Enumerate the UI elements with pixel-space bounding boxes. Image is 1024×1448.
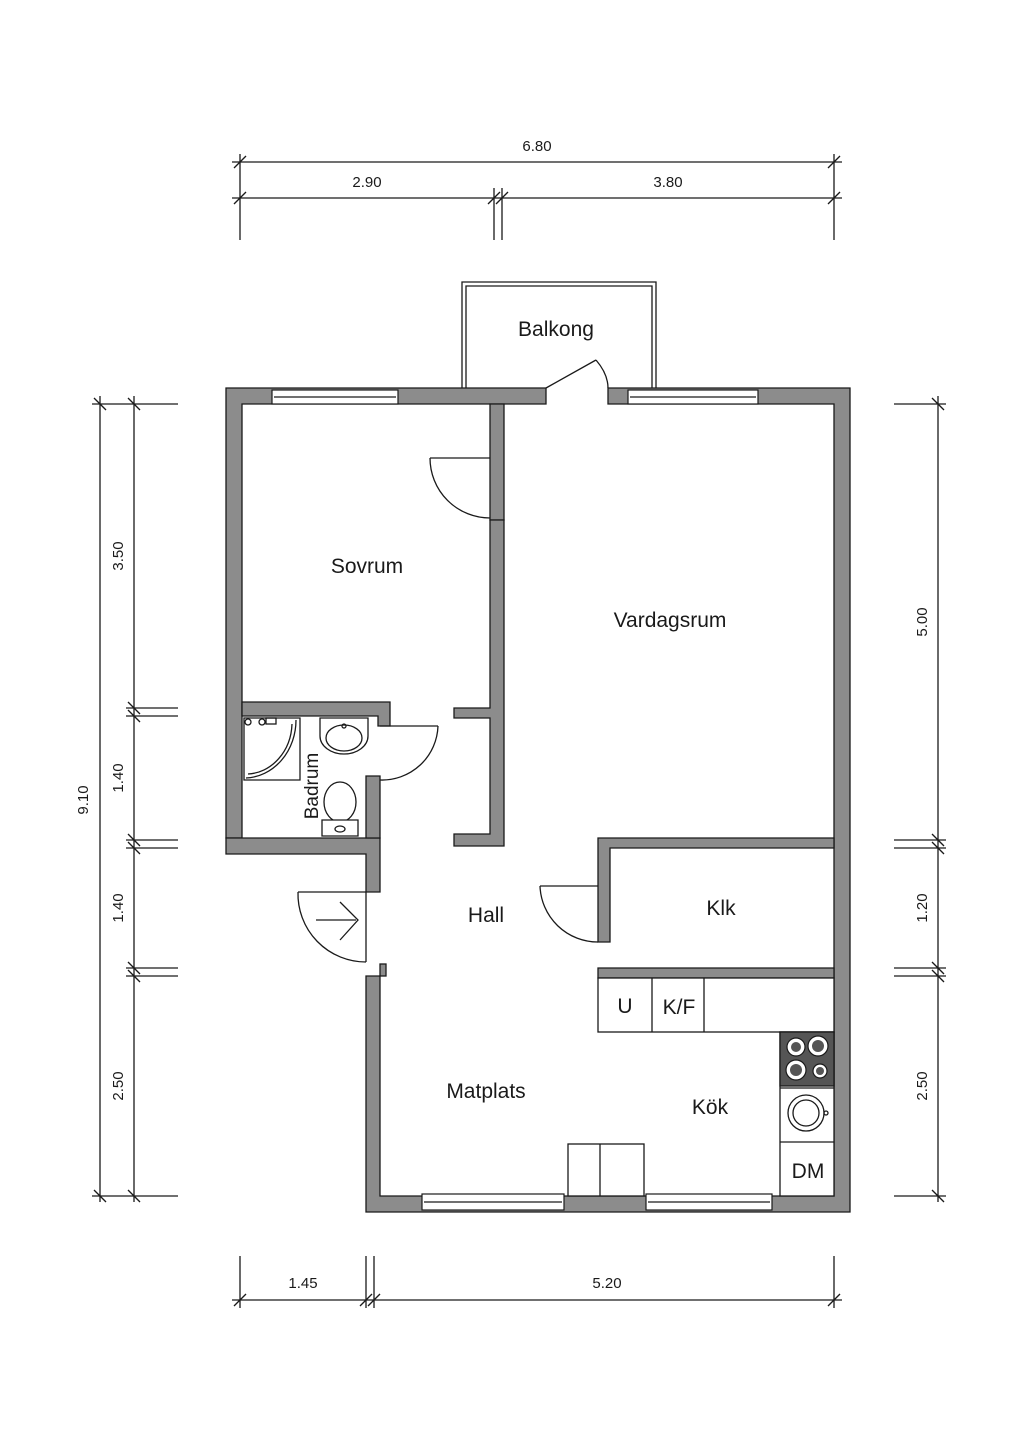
- room-label-sovrum: Sovrum: [331, 555, 403, 578]
- balcony: [461, 281, 657, 388]
- dim-left-1: 3.50: [110, 541, 127, 570]
- dimension-right: 5.00 1.20 2.50: [894, 396, 946, 1203]
- dim-right-1: 5.00: [914, 607, 931, 636]
- dimension-left: 9.10 3.50 1.40 1.40 2.50: [75, 396, 178, 1203]
- shower-icon: [243, 717, 301, 781]
- stove-icon: [779, 1031, 835, 1087]
- room-label-badrum: Badrum: [302, 753, 323, 820]
- dim-bottom-left: 1.45: [288, 1275, 317, 1292]
- appliance-label-kf: K/F: [663, 996, 696, 1019]
- toilet-icon: [321, 781, 359, 837]
- appliance-label-dm: DM: [792, 1160, 825, 1183]
- storage-cabinet: [567, 1143, 645, 1197]
- dim-left-4: 2.50: [110, 1071, 127, 1100]
- room-label-klk: Klk: [706, 897, 736, 920]
- dim-left-3: 1.40: [110, 893, 127, 922]
- sink-icon: [319, 717, 369, 755]
- kitchen-sink-icon: [787, 1094, 829, 1132]
- dim-right-3: 2.50: [914, 1071, 931, 1100]
- dim-top-left: 2.90: [352, 174, 381, 191]
- room-label-balkong: Balkong: [518, 318, 594, 341]
- dim-left-2: 1.40: [110, 763, 127, 792]
- dim-right-2: 1.20: [914, 893, 931, 922]
- dim-left-total: 9.10: [75, 785, 92, 814]
- entrance-arrow-icon: [316, 901, 359, 941]
- room-label-matplats: Matplats: [446, 1080, 525, 1103]
- dimension-top: 6.80 2.90 3.80: [232, 138, 842, 240]
- room-label-vardagsrum: Vardagsrum: [614, 609, 727, 632]
- dim-top-total: 6.80: [522, 138, 551, 155]
- room-label-hall: Hall: [468, 904, 504, 927]
- room-label-kok: Kök: [692, 1096, 729, 1119]
- doors: [297, 359, 609, 963]
- dim-bottom-right: 5.20: [592, 1275, 621, 1292]
- appliance-label-u: U: [617, 995, 632, 1018]
- windows: [271, 389, 773, 1211]
- dim-top-right: 3.80: [653, 174, 682, 191]
- dimension-bottom: 1.45 5.20: [232, 1256, 842, 1308]
